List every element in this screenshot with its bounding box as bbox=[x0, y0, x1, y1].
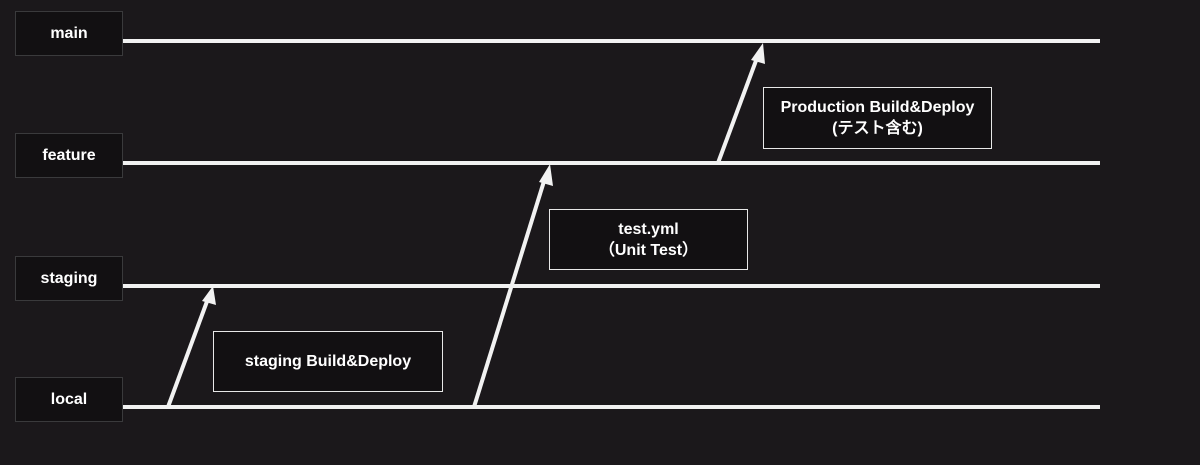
staging-note-text: staging Build&Deploy bbox=[244, 353, 412, 370]
test-yml-note: test.yml （Unit Test） bbox=[549, 209, 748, 270]
production-note-line2: (テスト含む) bbox=[832, 120, 923, 137]
branch-local-label: local bbox=[50, 390, 88, 408]
branch-main-box: main bbox=[15, 11, 123, 56]
branch-staging-box: staging bbox=[15, 256, 123, 301]
arrowhead-local-to-feature bbox=[539, 164, 553, 186]
branch-main-label: main bbox=[50, 24, 88, 42]
production-note-line1: Production Build&Deploy bbox=[780, 99, 975, 116]
test-note-line2: （Unit Test） bbox=[598, 241, 699, 259]
branch-feature-label: feature bbox=[42, 146, 96, 164]
arrowhead-feature-to-main bbox=[751, 43, 765, 64]
production-deploy-note: Production Build&Deploy (テスト含む) bbox=[763, 87, 992, 149]
branch-feature-box: feature bbox=[15, 133, 123, 178]
branch-local-box: local bbox=[15, 377, 123, 422]
staging-deploy-note: staging Build&Deploy bbox=[213, 331, 443, 392]
arrow-local-to-feature bbox=[472, 177, 547, 408]
arrowhead-local-to-staging bbox=[202, 286, 216, 305]
arrow-feature-to-main bbox=[716, 57, 759, 164]
branch-staging-label: staging bbox=[40, 269, 98, 287]
arrow-local-to-staging bbox=[166, 295, 211, 408]
test-note-line1: test.yml bbox=[618, 220, 679, 238]
